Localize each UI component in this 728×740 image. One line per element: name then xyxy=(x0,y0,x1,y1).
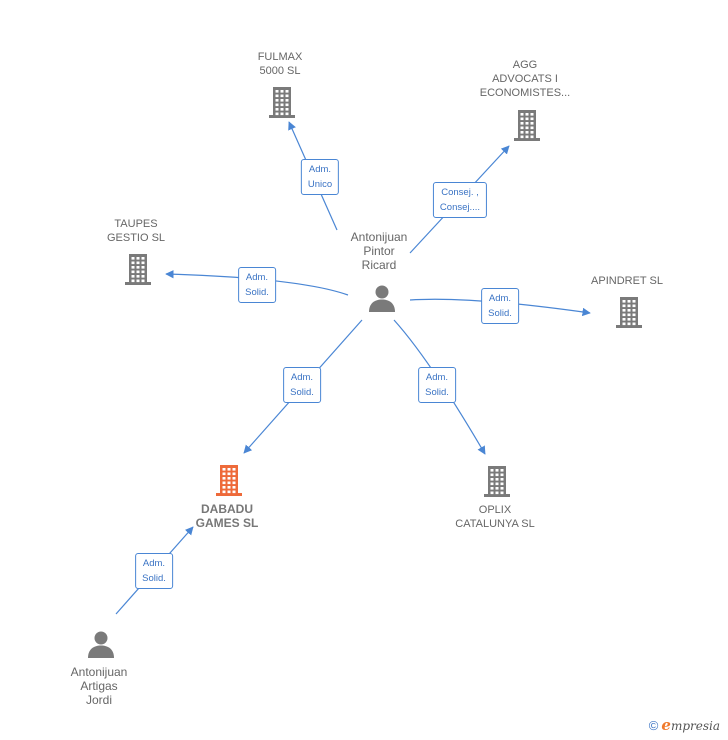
brand-rest: mpresia xyxy=(670,719,720,733)
building-icon-oplix[interactable] xyxy=(480,463,514,504)
footer-brand: ©empresia xyxy=(649,716,720,734)
node-label-line: Ricard xyxy=(361,258,397,272)
edge-label-line: Solid. xyxy=(488,308,512,319)
node-label-line: 5000 SL xyxy=(259,65,301,77)
brand-logo: empresia xyxy=(661,716,720,734)
node-label-line: FULMAX xyxy=(257,51,303,63)
edge-label-center-to-oplix[interactable]: Adm. Solid. xyxy=(418,367,456,403)
edge-label-line: Adm. xyxy=(245,272,269,283)
node-label-line: Pintor xyxy=(363,244,395,258)
node-label-line: DABADU xyxy=(200,502,253,516)
edge-center-to-taupes xyxy=(165,270,349,296)
edge-label-center-to-taupes[interactable]: Adm. Solid. xyxy=(238,267,276,303)
node-label-line: APINDRET SL xyxy=(591,275,663,287)
edge-label-line: Solid. xyxy=(290,387,314,398)
node-label-line: Artigas xyxy=(80,679,118,693)
edge-label-center-to-apindret[interactable]: Adm. Solid. xyxy=(481,288,519,324)
brand-initial: e xyxy=(661,716,671,734)
node-label-line: ADVOCATS I xyxy=(492,73,558,85)
node-label-oplix[interactable]: OPLIX CATALUNYA SL xyxy=(455,503,534,531)
edge-label-line: Consej. , xyxy=(441,187,479,198)
node-label-line: GESTIO SL xyxy=(106,232,166,244)
edge-label-line: Solid. xyxy=(142,573,166,584)
edge-label-line: Solid. xyxy=(425,387,449,398)
edge-label-center-to-agg[interactable]: Consej. , Consej.... xyxy=(432,182,488,218)
node-label-taupes[interactable]: TAUPES GESTIO SL xyxy=(107,217,165,245)
building-icon-fulmax[interactable] xyxy=(265,84,299,125)
node-label-line: OPLIX xyxy=(478,504,512,516)
edge-label-line: Adm. xyxy=(488,293,512,304)
edge-label-center-to-dabadu[interactable]: Adm. Solid. xyxy=(283,367,321,403)
edge-label-center-to-fulmax[interactable]: Adm. Unico xyxy=(300,159,340,195)
node-label-apindret[interactable]: APINDRET SL xyxy=(591,274,663,288)
edge-label-line: Consej.... xyxy=(439,202,481,213)
node-label-line: Jordi xyxy=(85,693,112,707)
building-icon-dabadu[interactable] xyxy=(212,462,246,503)
node-label-line: Antonijuan xyxy=(350,230,408,244)
person-icon-center[interactable] xyxy=(367,283,397,318)
edge-label-artigas-to-dabadu[interactable]: Adm. Solid. xyxy=(135,553,173,589)
edge-label-line: Adm. xyxy=(308,164,332,175)
node-label-line: ECONOMISTES... xyxy=(479,87,571,99)
node-label-line: AGG xyxy=(512,59,538,71)
edge-label-line: Unico xyxy=(307,179,333,190)
edge-label-line: Solid. xyxy=(245,287,269,298)
building-icon-taupes[interactable] xyxy=(121,251,155,292)
node-label-line: CATALUNYA SL xyxy=(455,518,535,530)
copyright-symbol: © xyxy=(648,718,659,733)
node-label-line: Antonijuan xyxy=(70,665,128,679)
building-icon-agg[interactable] xyxy=(510,107,544,148)
node-label-agg[interactable]: AGG ADVOCATS I ECONOMISTES... xyxy=(480,58,570,100)
node-label-line: GAMES SL xyxy=(195,516,259,530)
building-icon-apindret[interactable] xyxy=(612,294,646,335)
person-icon-artigas[interactable] xyxy=(86,629,116,664)
edge-label-line: Adm. xyxy=(142,558,166,569)
node-label-line: TAUPES xyxy=(114,218,158,230)
edge-label-line: Adm. xyxy=(425,372,449,383)
edge-label-line: Adm. xyxy=(290,372,314,383)
node-label-fulmax[interactable]: FULMAX 5000 SL xyxy=(258,50,303,78)
